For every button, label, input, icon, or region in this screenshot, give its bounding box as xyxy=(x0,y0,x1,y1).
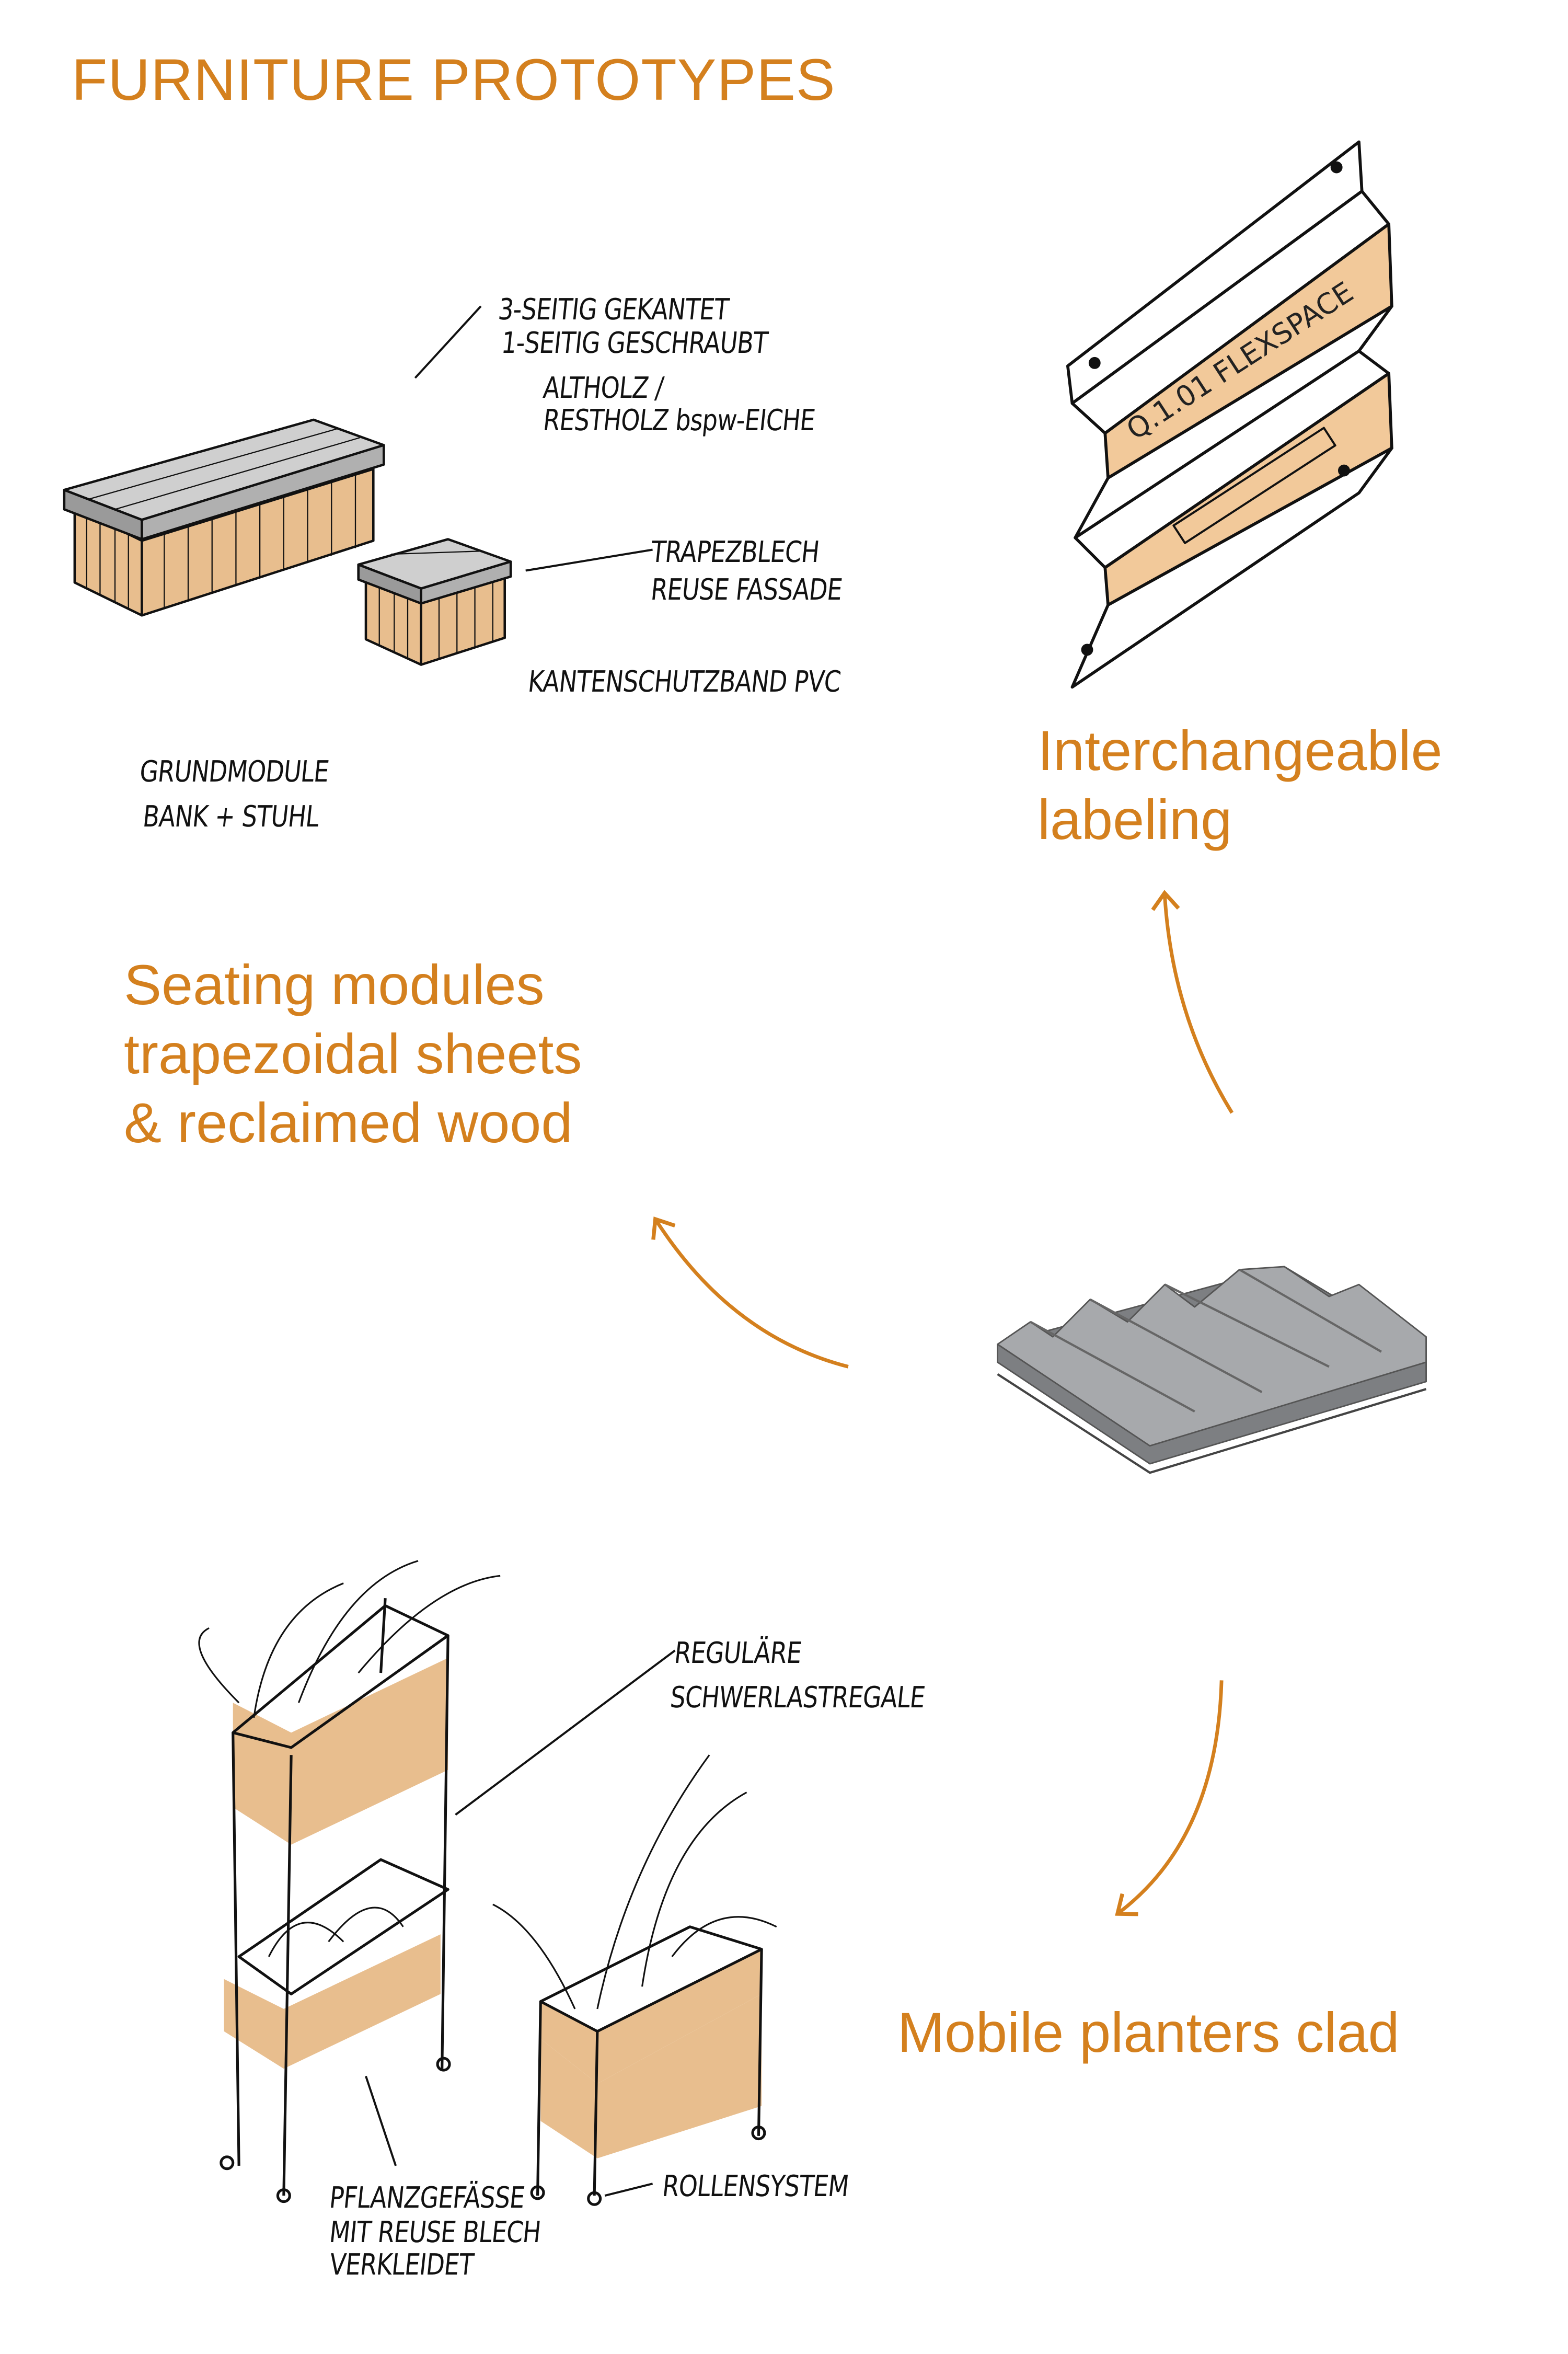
note-pots-3: VERKLEIDET xyxy=(328,2248,475,2282)
note-edges-1: 3-SEITIG GEKANTET xyxy=(497,293,731,327)
caption-seating: Seating modules trapezoidal sheets & rec… xyxy=(124,950,582,1157)
caption-line: & reclaimed wood xyxy=(124,1091,573,1154)
flow-arrows xyxy=(651,890,1234,1916)
note-pots-2: MIT REUSE BLECH xyxy=(328,2215,543,2249)
note-wood-1: ALTHOLZ / xyxy=(541,371,665,405)
note-wheels: ROLLENSYSTEM xyxy=(661,2169,850,2203)
caption-labeling: Interchangeable labeling xyxy=(1037,716,1443,854)
leader-lines xyxy=(365,305,676,2197)
stool-sketch xyxy=(357,538,512,666)
caption-line: Interchangeable xyxy=(1037,719,1443,782)
arrow-to-seating xyxy=(651,1216,849,1369)
arrow-to-planters xyxy=(1115,1680,1224,1916)
note-wood-2: RESTHOLZ bspw-EICHE xyxy=(541,404,817,438)
note-edge-band: KANTENSCHUTZBAND PVC xyxy=(526,665,843,699)
mobile-planter-sketch xyxy=(492,1754,777,2206)
note-edges-2: 1-SEITIG GESCHRAUBT xyxy=(500,326,769,360)
arrow-to-labeling xyxy=(1151,890,1234,1114)
caption-planters: Mobile planters clad xyxy=(897,2001,1400,2064)
bench-sketch xyxy=(63,418,385,617)
note-modules-2: BANK + STUHL xyxy=(141,800,321,834)
caption-line: trapezoidal sheets xyxy=(124,1022,582,1085)
corrugated-sheet-stack xyxy=(997,1266,1427,1474)
page-title: FURNITURE PROTOTYPES xyxy=(72,47,836,112)
sign-sheet-sketch xyxy=(1066,140,1393,689)
note-modules-1: GRUNDMODULE xyxy=(138,755,331,789)
note-shelf-2: SCHWERLASTREGALE xyxy=(668,1681,927,1715)
note-shelf-1: REGULÄRE xyxy=(673,1636,803,1670)
note-sheet-1: TRAPEZBLECH xyxy=(649,535,821,569)
note-sheet-2: REUSE FASSADE xyxy=(649,573,844,607)
caption-line: labeling xyxy=(1037,788,1232,851)
shelf-planter-sketch xyxy=(198,1560,501,2203)
caption-line: Seating modules xyxy=(124,953,545,1016)
note-pots-1: PFLANZGEFÄSSE xyxy=(328,2181,526,2215)
